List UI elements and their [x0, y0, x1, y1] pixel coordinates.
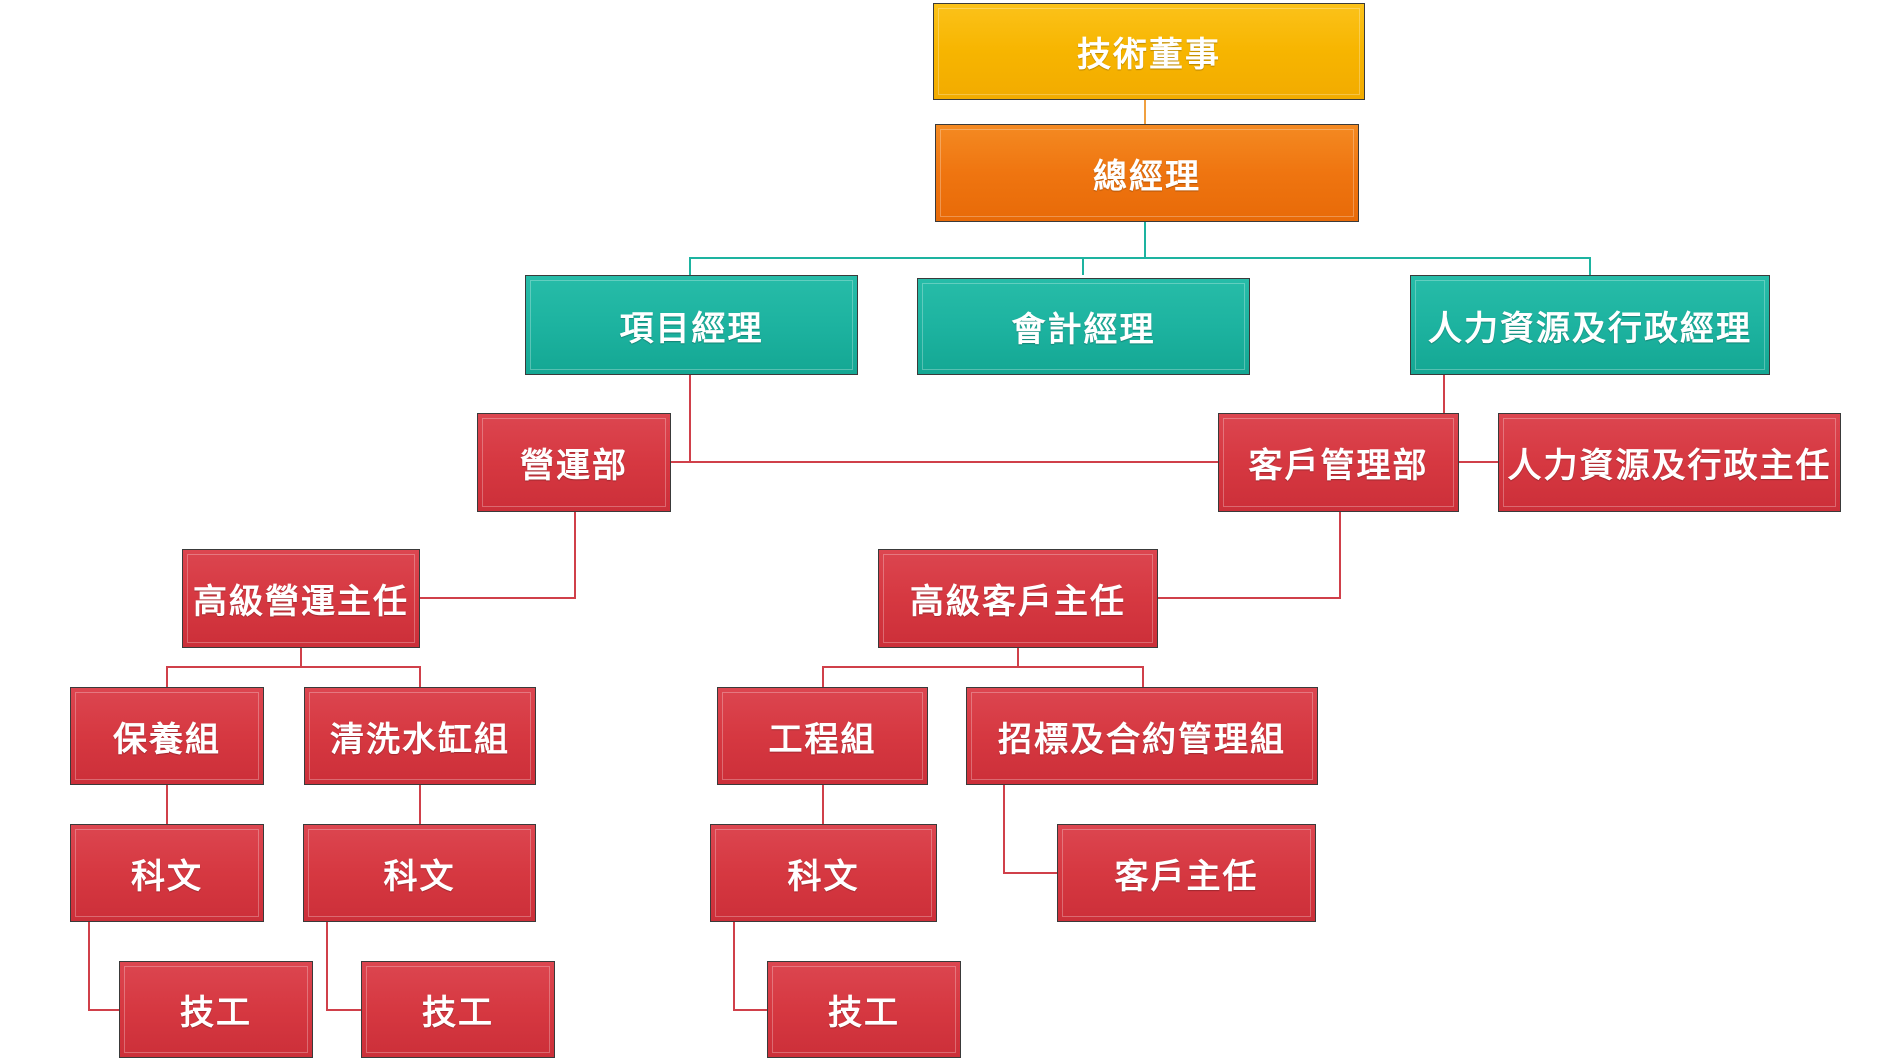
connector-senior-client-teams [822, 648, 1144, 687]
node-label: 保養組 [113, 719, 221, 760]
node-client-management-dept: 客戶管理部 [1218, 413, 1459, 512]
node-clerk-maintenance: 科文 [70, 824, 264, 922]
node-engineering-team: 工程組 [717, 687, 928, 785]
node-label: 客戶主任 [1114, 856, 1259, 897]
node-label: 科文 [131, 856, 203, 897]
node-client-supervisor: 客戶主任 [1057, 824, 1316, 922]
node-senior-operations-supervisor: 高級營運主任 [182, 549, 420, 648]
node-label: 技工 [180, 993, 252, 1033]
node-clerk-tank-cleaning: 科文 [303, 824, 536, 922]
node-label: 技工 [422, 993, 494, 1033]
connector-tender-client-supervisor [1003, 785, 1057, 874]
connector-client-senior [1158, 512, 1341, 599]
connector-project-manager-depts [689, 375, 1218, 463]
node-label: 客戶管理部 [1248, 446, 1429, 486]
node-label: 項目經理 [619, 308, 764, 349]
connector-gm-managers [689, 222, 1591, 275]
node-hr-admin-manager: 人力資源及行政經理 [1410, 275, 1770, 375]
node-label: 會計經理 [1011, 310, 1156, 350]
node-label: 高級客戶主任 [910, 582, 1126, 622]
connector-operations-senior [420, 512, 576, 599]
node-label: 技工 [828, 993, 900, 1033]
node-project-manager: 項目經理 [525, 275, 858, 375]
node-label: 清洗水缸組 [330, 719, 510, 760]
node-label: 營運部 [520, 446, 628, 486]
node-label: 科文 [787, 856, 860, 897]
node-technician-engineering: 技工 [767, 961, 961, 1058]
node-label: 科文 [383, 856, 456, 897]
node-label: 高級營運主任 [193, 582, 409, 622]
node-label: 技術董事 [1077, 35, 1221, 75]
node-label: 工程組 [768, 719, 877, 760]
connector-senior-ops-teams [166, 648, 421, 687]
node-senior-client-supervisor: 高級客戶主任 [878, 549, 1158, 648]
connector-clerk1-tech [88, 922, 119, 1011]
node-maintenance-team: 保養組 [70, 687, 264, 785]
node-clerk-engineering: 科文 [710, 824, 937, 922]
node-accounting-manager: 會計經理 [917, 278, 1250, 375]
node-technician-tank-cleaning: 技工 [361, 961, 555, 1058]
node-tender-contract-team: 招標及合約管理組 [966, 687, 1318, 785]
node-technician-maintenance: 技工 [119, 961, 313, 1058]
node-label: 總經理 [1093, 156, 1201, 197]
node-label: 人力資源及行政主任 [1507, 446, 1832, 486]
connector-clerk3-tech [733, 922, 767, 1011]
node-label: 招標及合約管理組 [998, 719, 1286, 760]
node-hr-admin-supervisor: 人力資源及行政主任 [1498, 413, 1841, 512]
node-technical-director: 技術董事 [933, 3, 1365, 100]
node-operations-dept: 營運部 [477, 413, 671, 512]
node-general-manager: 總經理 [935, 124, 1359, 222]
connector-clerk2-tech [326, 922, 361, 1011]
node-tank-cleaning-team: 清洗水缸組 [304, 687, 536, 785]
node-label: 人力資源及行政經理 [1428, 308, 1752, 349]
